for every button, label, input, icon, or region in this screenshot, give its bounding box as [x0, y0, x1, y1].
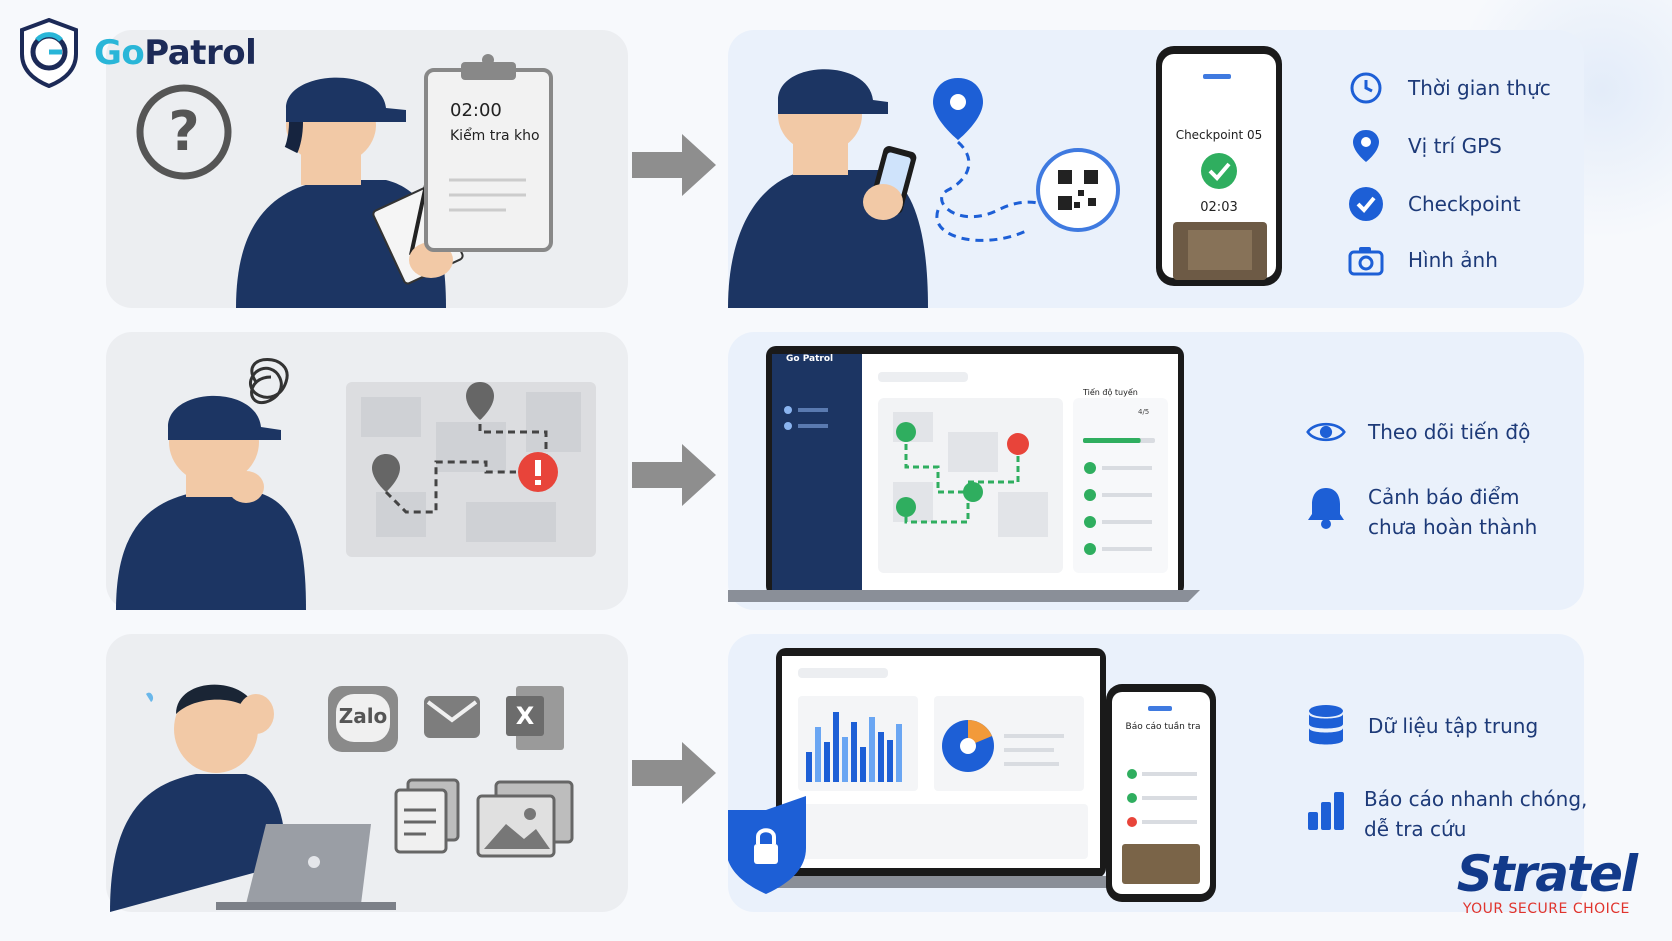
database-icon [1306, 705, 1346, 746]
arrow-right-icon [632, 444, 716, 506]
laptop-mockup [728, 346, 1200, 602]
scattered-data-panel: Zalo X [106, 634, 628, 912]
feature-checkpoint: Checkpoint [1346, 184, 1521, 224]
logo-patrol-text: Patrol [144, 33, 257, 73]
manual-patrol-panel: ? 02:00 Kiểm tra kho [106, 30, 628, 308]
photos-icon [476, 780, 574, 858]
laptop-report-mockup [758, 648, 1128, 888]
worried-guard-illustration [116, 395, 306, 610]
phone-mockup [1156, 46, 1282, 286]
map-pin-icon [933, 78, 983, 140]
feature-track-progress-label: Theo dõi tiến độ [1368, 420, 1531, 444]
clipboard-task: Kiểm tra kho [450, 128, 540, 144]
mini-bar [833, 712, 839, 782]
feature-realtime: Thời gian thực [1346, 68, 1551, 108]
mini-bar [878, 732, 884, 782]
mini-bar [815, 727, 821, 782]
arrow-right-icon [632, 742, 716, 804]
stratel-logo: Stratel YOUR SECURE CHOICE [1456, 845, 1638, 917]
progress-title: Tiến độ tuyến [1083, 388, 1138, 397]
shield-logo-icon [20, 18, 78, 88]
camera-icon [1346, 240, 1386, 280]
report-title: Báo cáo tuần tra [1125, 722, 1201, 732]
feature-image: Hình ảnh [1346, 240, 1498, 280]
confused-route-panel [106, 332, 628, 610]
arrow-right-icon [632, 134, 716, 196]
bar-chart-icon [1306, 790, 1346, 830]
question-icon: ? [136, 84, 232, 180]
clipboard-illustration [424, 54, 553, 252]
guard-writing-illustration [236, 77, 464, 308]
stressed-worker-illustration [110, 684, 396, 912]
feature-incomplete-alert-line1: Cảnh báo điểm [1368, 485, 1520, 509]
feature-central-data: Dữ liệu tập trung [1306, 705, 1539, 746]
mini-bar [824, 742, 830, 782]
progress-fill [1083, 438, 1141, 443]
eye-icon [1306, 412, 1346, 452]
grey-map-illustration [346, 382, 596, 557]
clipboard-time: 02:00 [450, 100, 502, 121]
digital-checkpoint-panel: Checkpoint 05 02:03 [728, 30, 1584, 308]
feature-incomplete-alert: Cảnh báo điểm chưa hoàn thành [1368, 482, 1537, 542]
qr-code-icon [1036, 148, 1120, 232]
logo-go-text: Go [94, 33, 145, 73]
documents-icon [394, 778, 460, 854]
feature-image-label: Hình ảnh [1408, 248, 1498, 272]
mini-bar [869, 717, 875, 782]
dashboard-panel: Go Patrol Tiến độ tuyến 4/5 [728, 332, 1584, 610]
phone-report-mockup [1106, 684, 1216, 902]
feature-quick-report-line2: dễ tra cứu [1364, 817, 1467, 841]
feature-realtime-label: Thời gian thực [1408, 76, 1551, 100]
feature-gps-label: Vị trí GPS [1408, 134, 1502, 158]
feature-checkpoint-label: Checkpoint [1408, 192, 1521, 216]
feature-quick-report: Báo cáo nhanh chóng, dễ tra cứu [1364, 784, 1587, 844]
mini-bar [887, 740, 893, 782]
centralized-report-panel: Báo cáo tuần tra [728, 634, 1584, 912]
feature-quick-report-line1: Báo cáo nhanh chóng, [1364, 787, 1588, 811]
location-pin-icon [1346, 126, 1386, 166]
check-circle-icon [1346, 184, 1386, 224]
stratel-tagline: YOUR SECURE CHOICE [1462, 901, 1630, 917]
mini-bar [806, 752, 812, 782]
bell-icon [1306, 484, 1346, 529]
stratel-name: Stratel [1456, 845, 1638, 903]
excel-letter: X [515, 702, 535, 730]
feature-central-data-label: Dữ liệu tập trung [1368, 714, 1539, 738]
mini-bar [851, 722, 857, 782]
mini-bar [896, 724, 902, 782]
progress-count: 4/5 [1138, 408, 1150, 416]
scribble-icon [249, 358, 289, 404]
svg-text:?: ? [168, 100, 199, 163]
feature-gps: Vị trí GPS [1346, 126, 1502, 166]
lock-shield-icon [728, 796, 806, 894]
guard-scanning-illustration [728, 69, 928, 308]
feature-track-progress: Theo dõi tiến độ [1306, 412, 1530, 452]
phone-checkpoint-label: Checkpoint 05 [1175, 128, 1263, 142]
phone-time-label: 02:03 [1200, 200, 1238, 215]
excel-icon [506, 686, 564, 750]
dashboard-brand: Go Patrol [786, 354, 834, 364]
zalo-icon [328, 686, 398, 752]
go-patrol-logo: GoPatrol [18, 18, 257, 88]
zalo-label: Zalo [338, 704, 388, 728]
feature-incomplete-alert-line2: chưa hoàn thành [1368, 515, 1538, 539]
clock-icon [1346, 68, 1386, 108]
mini-bar [842, 737, 848, 782]
mini-bar [860, 747, 866, 782]
mail-icon [424, 696, 480, 738]
